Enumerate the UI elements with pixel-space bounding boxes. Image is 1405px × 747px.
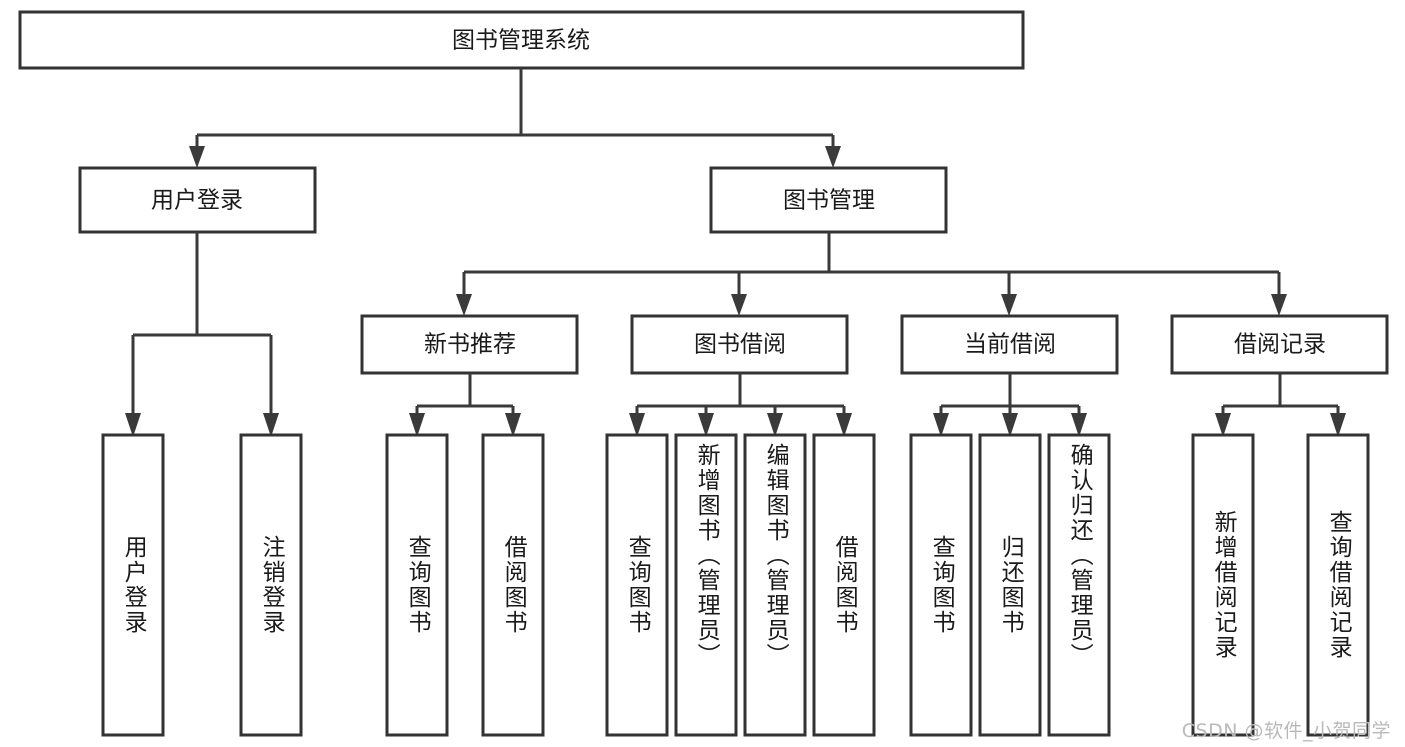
connector-current-borrow-to-leaves: [933, 373, 1087, 437]
node-book-borrow: 图书借阅: [630, 314, 849, 375]
leaf-query-record-box: [1306, 433, 1370, 737]
leaf-confirm-return-box: [1047, 433, 1111, 737]
leaf-query-book-3-box: [909, 433, 973, 737]
node-borrow-record: 借阅记录: [1170, 314, 1389, 375]
connector-user-login-to-leaves: [125, 232, 279, 437]
current-borrow-label: 当前借阅: [964, 332, 1056, 358]
connector-borrow-record-to-leaves: [1215, 373, 1346, 437]
arrow-to-user-login: [189, 146, 205, 168]
leaf-return-book-box: [978, 433, 1042, 737]
new-book-recommend-label: 新书推荐: [424, 332, 516, 358]
leaf-borrow-book-1-box: [481, 433, 545, 737]
leaf-add-record-box: [1191, 433, 1255, 737]
connector-root-to-level2: [189, 68, 841, 168]
node-user-login: 用户登录: [78, 166, 317, 234]
book-manage-label: 图书管理: [783, 188, 875, 214]
connector-new-book-recommend-to-leaves: [409, 373, 521, 437]
arrow-to-book-manage: [825, 146, 841, 168]
leaf-boxes: [101, 433, 1370, 737]
leaf-edit-book-box: [743, 433, 807, 737]
leaf-query-book-1-box: [385, 433, 449, 737]
connector-book-borrow-to-leaves: [629, 373, 852, 437]
user-login-box: [78, 166, 317, 234]
borrow-record-label: 借阅记录: [1234, 332, 1326, 358]
root-box: [18, 10, 1025, 70]
leaf-logout-login-box: [239, 433, 303, 737]
leaf-borrow-book-2-box: [812, 433, 876, 737]
node-current-borrow: 当前借阅: [900, 314, 1119, 375]
node-book-manage: 图书管理: [709, 166, 948, 234]
leaf-add-book-box: [674, 433, 738, 737]
node-new-book-recommend: 新书推荐: [360, 314, 579, 375]
node-root: 图书管理系统: [18, 10, 1025, 70]
book-borrow-label: 图书借阅: [694, 332, 786, 358]
new-book-recommend-box: [360, 314, 579, 375]
leaf-user-login-box: [101, 433, 165, 737]
user-login-label: 用户登录: [151, 188, 243, 214]
root-label: 图书管理系统: [452, 28, 590, 54]
current-borrow-box: [900, 314, 1119, 375]
leaf-query-book-2-box: [605, 433, 669, 737]
watermark: CSDN @软件_小贺同学: [1181, 720, 1391, 742]
connector-book-manage-to-level3: [456, 232, 1287, 316]
